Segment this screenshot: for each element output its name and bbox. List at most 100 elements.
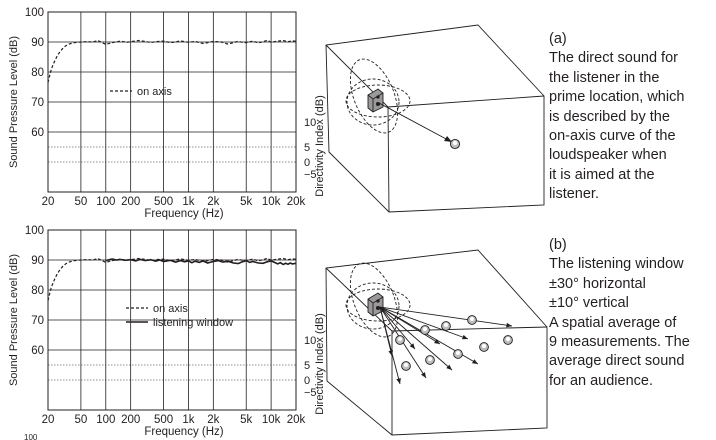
- y2-tick-label: 5: [304, 360, 310, 372]
- listener-highlight: [482, 344, 486, 348]
- y-tick-label: 70: [31, 315, 44, 327]
- legend-label: on axis: [153, 303, 188, 315]
- sound-ray: [379, 306, 453, 371]
- x-tick-label: 20k: [287, 196, 306, 208]
- y2-tick-label: 10: [304, 117, 316, 129]
- caption-b-label: (b): [549, 237, 567, 253]
- y-tick-label: 90: [31, 37, 44, 49]
- x-tick-label: 20: [42, 414, 55, 426]
- listener-highlight: [404, 363, 408, 367]
- room-box-a-outline: [325, 24, 545, 213]
- y-axis-label: Sound Pressure Level (dB): [8, 36, 20, 168]
- caption-a-line: on-axis curve of the: [549, 128, 676, 145]
- y2-tick-label: −5: [304, 169, 317, 181]
- y-tick-label: 80: [31, 285, 44, 297]
- caption-a-line: the listener in the: [549, 69, 660, 86]
- x-tick-label: 10k: [262, 196, 281, 208]
- x-tick-label: 20k: [287, 414, 306, 426]
- x-tick-label: 100: [96, 196, 115, 208]
- listener-highlight: [506, 337, 510, 341]
- radiation-pattern-b: [345, 262, 411, 338]
- y2-tick-label: −5: [304, 387, 317, 399]
- listener-highlight: [444, 323, 448, 327]
- ray-arrowhead: [409, 343, 415, 349]
- x-tick-label: 200: [121, 414, 140, 426]
- ray-arrowhead: [396, 378, 401, 384]
- x-axis-label: Frequency (Hz): [144, 208, 223, 220]
- y2-axis-label: Directivity Index (dB): [314, 313, 326, 414]
- y-tick-label: 100: [25, 7, 44, 19]
- x-tick-label: 50: [74, 414, 87, 426]
- caption-b: (b) The listening window ±30° horizontal…: [549, 236, 714, 391]
- page-number: 100: [24, 433, 38, 440]
- y-tick-label: 90: [31, 255, 44, 267]
- listener-highlight: [423, 327, 427, 331]
- ray-arrowhead: [462, 334, 468, 340]
- listener-icon: [449, 138, 461, 150]
- x-tick-label: 20: [42, 196, 55, 208]
- caption-a-line: loudspeaker when: [549, 147, 667, 164]
- x-tick-label: 1k: [182, 414, 194, 426]
- listening-window-rays: [379, 306, 513, 385]
- caption-a-line: listener.: [549, 186, 599, 203]
- y-tick-label: 100: [25, 225, 44, 237]
- page-number-text: 100: [24, 433, 38, 440]
- caption-b-line: average direct sound: [549, 353, 685, 370]
- room-box-a-inner-edges: [325, 44, 545, 213]
- y-tick-label: 80: [31, 67, 44, 79]
- room-diagram-b: [325, 249, 548, 436]
- caption-b-line: ±30° horizontal: [549, 275, 646, 292]
- x-tick-label: 500: [154, 196, 173, 208]
- y2-tick-label: 10: [304, 335, 316, 347]
- caption-a-line: it is aimed at the: [549, 166, 655, 183]
- ray-arrowhead: [446, 364, 452, 370]
- loudspeaker-icon: [367, 292, 384, 317]
- caption-a-label: (a): [549, 31, 567, 47]
- caption-b-line: ±10° vertical: [549, 295, 629, 312]
- y-tick-label: 60: [31, 345, 44, 357]
- x-tick-label: 200: [121, 196, 140, 208]
- x-axis-label: Frequency (Hz): [144, 426, 223, 438]
- listener-highlight: [428, 357, 432, 361]
- sound-ray: [379, 306, 416, 350]
- legend-label: on axis: [137, 86, 172, 98]
- room-box-b-inner-edges: [325, 267, 548, 435]
- room-diagram-a: [325, 24, 545, 213]
- ray-arrowhead: [506, 322, 512, 328]
- x-tick-label: 5k: [240, 414, 252, 426]
- caption-a-line: prime location, which: [549, 89, 685, 106]
- caption-b-line: 9 measurements. The: [549, 334, 690, 351]
- caption-b-line: for an audience.: [549, 372, 653, 389]
- y-axis-label: Sound Pressure Level (dB): [8, 254, 20, 386]
- caption-a-line: is described by the: [549, 108, 670, 125]
- y-tick-label: 70: [31, 97, 44, 109]
- y-tick-label: 60: [31, 127, 44, 139]
- x-tick-label: 1k: [182, 196, 194, 208]
- series-line-listening-window: [105, 258, 297, 266]
- caption-b-line: The listening window: [549, 256, 684, 273]
- y2-tick-label: 0: [304, 375, 310, 387]
- series-line-on-axis: [47, 39, 297, 83]
- ray-arrowhead: [434, 339, 440, 344]
- x-tick-label: 2k: [207, 196, 219, 208]
- ray-arrowhead: [421, 372, 426, 378]
- ray-arrowhead: [472, 359, 478, 364]
- y2-axis-label: Directivity Index (dB): [314, 95, 326, 196]
- x-tick-label: 2k: [207, 414, 219, 426]
- caption-a: (a) The direct sound for the listener in…: [549, 30, 714, 205]
- y2-tick-label: 0: [304, 157, 310, 169]
- x-tick-label: 10k: [262, 414, 281, 426]
- listener-highlight: [398, 337, 402, 341]
- x-tick-label: 5k: [240, 196, 252, 208]
- caption-a-line: The direct sound for: [549, 50, 678, 67]
- sound-ray: [379, 306, 469, 340]
- x-tick-label: 100: [96, 414, 115, 426]
- sound-ray: [379, 306, 513, 327]
- legend-label: listening window: [153, 317, 233, 329]
- caption-b-line: A spatial average of: [549, 314, 677, 331]
- listener-highlight: [470, 317, 474, 321]
- y2-tick-label: 5: [304, 142, 310, 154]
